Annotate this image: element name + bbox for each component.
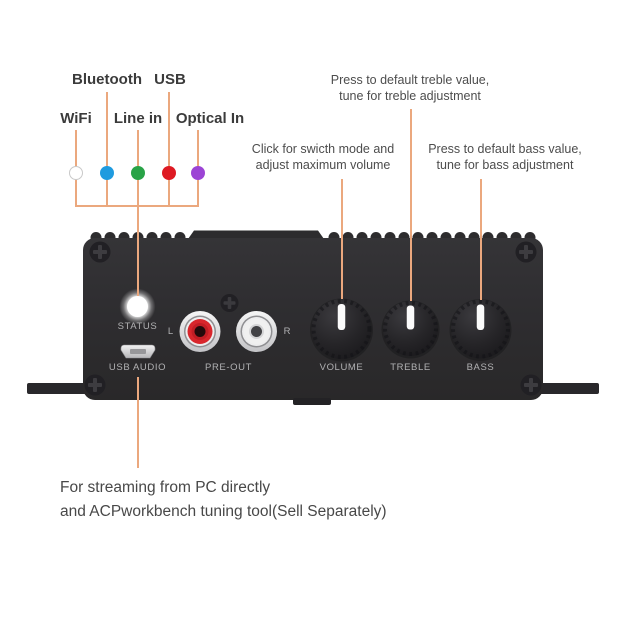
channel-right-label: R xyxy=(283,326,291,337)
treble-callout-line2: tune for treble adjustment xyxy=(339,88,481,103)
volume-label: VOLUME xyxy=(319,362,364,373)
rca-jack-right xyxy=(236,311,277,352)
corner-screw-top-right xyxy=(515,241,537,263)
bluetooth-indicator-dot xyxy=(99,166,114,180)
volume-callout: Click for swicth mode and adjust maximum… xyxy=(252,142,394,173)
bass-callout-line2: tune for bass adjustment xyxy=(436,157,574,172)
treble-callout: Press to default treble value, tune for … xyxy=(331,73,489,104)
mounting-flange-left xyxy=(27,383,87,394)
bluetooth-label: Bluetooth xyxy=(72,71,142,88)
bottom-foot xyxy=(293,398,331,405)
line-in-label: Line in xyxy=(113,110,163,127)
annotation-line-bluetooth xyxy=(105,92,108,207)
annotation-line-usb xyxy=(167,92,170,207)
corner-screw-top-left xyxy=(89,241,111,263)
usb-indicator-dot xyxy=(161,166,176,180)
corner-screw-bottom-left xyxy=(84,374,106,396)
annotation-bracket xyxy=(75,205,199,207)
bass-knob xyxy=(449,299,512,361)
optical-in-indicator-dot xyxy=(190,166,205,180)
treble-knob xyxy=(381,300,440,359)
usb-audio-port xyxy=(120,344,156,359)
annotation-line-linein-status xyxy=(136,130,139,296)
status-label: STATUS xyxy=(117,321,158,332)
streaming-callout-line2: and ACPworkbench tuning tool(Sell Separa… xyxy=(60,502,387,520)
wifi-indicator-dot xyxy=(69,166,83,180)
annotation-line-volume xyxy=(340,179,343,299)
rca-screw xyxy=(220,294,239,312)
streaming-callout-line1: For streaming from PC directly xyxy=(60,479,271,496)
pre-out-label: PRE-OUT xyxy=(205,362,252,373)
usb-audio-label: USB AUDIO xyxy=(108,362,167,373)
bass-label: BASS xyxy=(466,362,495,373)
volume-knob xyxy=(310,298,373,362)
usb-label: USB xyxy=(154,71,186,88)
annotation-line-usb-audio xyxy=(136,377,139,468)
mounting-flange-right xyxy=(539,383,599,394)
status-led xyxy=(119,288,156,325)
streaming-callout: For streaming from PC directly and ACPwo… xyxy=(60,476,387,523)
optical-in-label: Optical In xyxy=(175,110,245,127)
treble-label: TREBLE xyxy=(390,362,431,373)
bass-callout: Press to default bass value, tune for ba… xyxy=(428,142,582,173)
volume-callout-line2: adjust maximum volume xyxy=(255,157,391,172)
bass-callout-line1: Press to default bass value, xyxy=(428,142,582,156)
line-in-indicator-dot xyxy=(130,166,145,180)
annotation-line-bass xyxy=(479,179,482,300)
wifi-label: WiFi xyxy=(60,110,92,127)
annotation-line-treble xyxy=(409,109,412,301)
rca-jack-left xyxy=(179,311,221,352)
heatsink-ridge xyxy=(188,230,324,239)
treble-callout-line1: Press to default treble value, xyxy=(330,73,490,87)
channel-left-label: L xyxy=(167,326,174,337)
volume-callout-line1: Click for swicth mode and xyxy=(251,142,395,156)
corner-screw-bottom-right xyxy=(520,374,542,396)
